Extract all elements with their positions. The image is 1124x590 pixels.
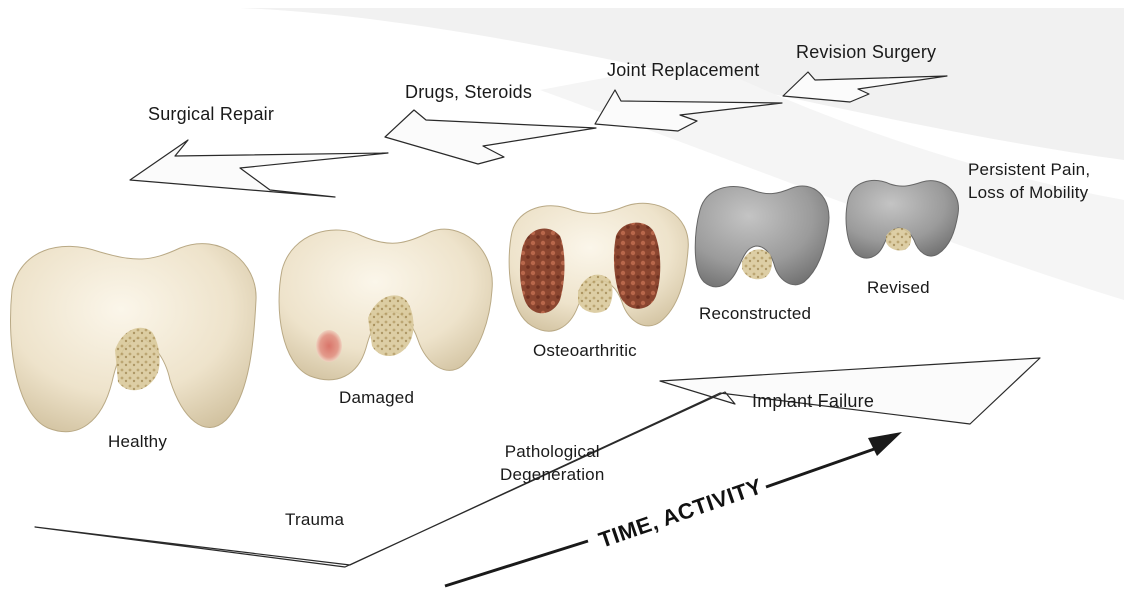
damaged-knee-image [279, 229, 492, 380]
time-activity-label: TIME, ACTIVITY [595, 473, 765, 552]
time-activity-arrowhead [868, 432, 902, 456]
time-activity-line-low [445, 541, 588, 586]
surgical-repair-label: Surgical Repair [148, 104, 274, 125]
reconstructed-label: Reconstructed [699, 304, 811, 324]
surgical-repair-arrow [130, 140, 388, 197]
osteoarthritic-knee-image [509, 203, 688, 331]
joint-replacement-label: Joint Replacement [607, 60, 759, 81]
time-activity-line-high [766, 447, 880, 487]
persistent-pain-label: Persistent Pain, Loss of Mobility [968, 158, 1090, 204]
trauma-label: Trauma [285, 510, 344, 530]
damaged-label: Damaged [339, 388, 414, 408]
reconstructed-knee-image [695, 186, 829, 287]
healthy-label: Healthy [108, 432, 167, 452]
healthy-knee-image [11, 244, 257, 432]
drugs-steroids-arrow [385, 110, 596, 164]
revised-label: Revised [867, 278, 930, 298]
revision-surgery-label: Revision Surgery [796, 42, 936, 63]
drugs-steroids-label: Drugs, Steroids [405, 82, 532, 103]
cartilage-lesion [316, 330, 342, 362]
revised-knee-image [846, 181, 958, 259]
osteoarthritic-label: Osteoarthritic [533, 341, 637, 361]
implant-failure-label: Implant Failure [752, 391, 874, 412]
pathological-degeneration-label: Pathological Degeneration [500, 440, 604, 486]
